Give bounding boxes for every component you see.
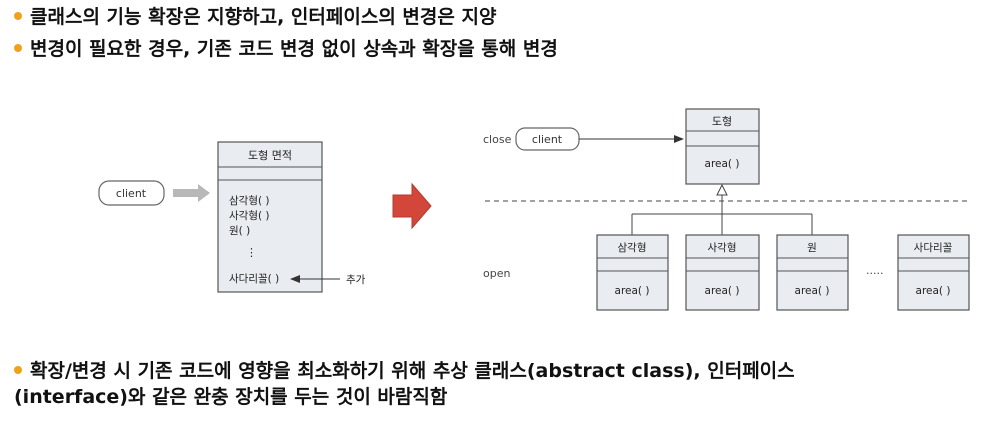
child-class-method: area( )	[615, 285, 650, 297]
child-class-trapezoid: 사다리꼴 area( )	[897, 234, 970, 311]
bullet-3-line2: (interface)와 같은 완충 장치를 두는 것이 바람직함	[14, 386, 448, 408]
left-method-ellipsis: ⋮	[246, 246, 257, 259]
close-label: close	[483, 133, 512, 146]
child-class-name: 원	[807, 242, 817, 254]
bullet-1: 클래스의 기능 확장은 지향하고, 인터페이스의 변경은 지양	[14, 4, 496, 30]
added-label: 추가	[346, 274, 366, 286]
child-class-rectangle: 사각형 area( )	[685, 234, 760, 311]
left-client-label: client	[116, 187, 147, 200]
left-class-name: 도형 면적	[248, 149, 292, 162]
bullet-3-line1: 확장/변경 시 기존 코드에 영향을 최소화하기 위해 추상 클래스(abstr…	[30, 360, 795, 382]
bullet-3: 확장/변경 시 기존 코드에 영향을 최소화하기 위해 추상 클래스(abstr…	[14, 358, 795, 384]
transition-arrow-icon	[392, 182, 432, 230]
bullet-1-text: 클래스의 기능 확장은 지향하고, 인터페이스의 변경은 지양	[30, 6, 497, 28]
child-class-method: area( )	[795, 285, 830, 297]
open-label: open	[483, 267, 510, 280]
bullet-dot	[14, 11, 22, 20]
child-class-method: area( )	[916, 285, 951, 297]
left-method: 원( )	[229, 225, 250, 237]
left-method: 사다리꼴( )	[229, 273, 279, 285]
parent-class-name: 도형	[712, 115, 732, 128]
left-gray-arrow	[173, 184, 210, 202]
children-ellipsis: .....	[866, 264, 883, 277]
bullet-2-text: 변경이 필요한 경우, 기존 코드 변경 없이 상속과 확장을 통해 변경	[30, 38, 558, 60]
right-diagram: close client 도형 area( ) open 삼각형 area( )	[483, 108, 970, 311]
child-class-name: 사각형	[708, 242, 737, 254]
left-client-box	[98, 180, 165, 206]
left-method: 삼각형( )	[229, 195, 270, 207]
left-diagram: client 도형 면적 삼각형( ) 사각형( ) 원( ) ⋮ 사다리꼴( …	[98, 141, 366, 293]
child-class-name: 사다리꼴	[914, 242, 953, 254]
child-class-name: 삼각형	[618, 242, 647, 254]
left-method: 사각형( )	[229, 210, 270, 222]
bullet-dot	[14, 365, 22, 374]
bullet-3-continued: (interface)와 같은 완충 장치를 두는 것이 바람직함	[14, 384, 447, 410]
bullet-dot	[14, 43, 22, 52]
inheritance-triangle-icon	[716, 183, 728, 196]
child-class-triangle: 삼각형 area( )	[596, 234, 669, 311]
child-class-circle: 원 area( )	[776, 234, 849, 311]
bullet-2: 변경이 필요한 경우, 기존 코드 변경 없이 상속과 확장을 통해 변경	[14, 36, 558, 62]
parent-class-method: area( )	[705, 158, 740, 170]
child-class-method: area( )	[705, 285, 740, 297]
right-client-label: client	[532, 133, 563, 146]
